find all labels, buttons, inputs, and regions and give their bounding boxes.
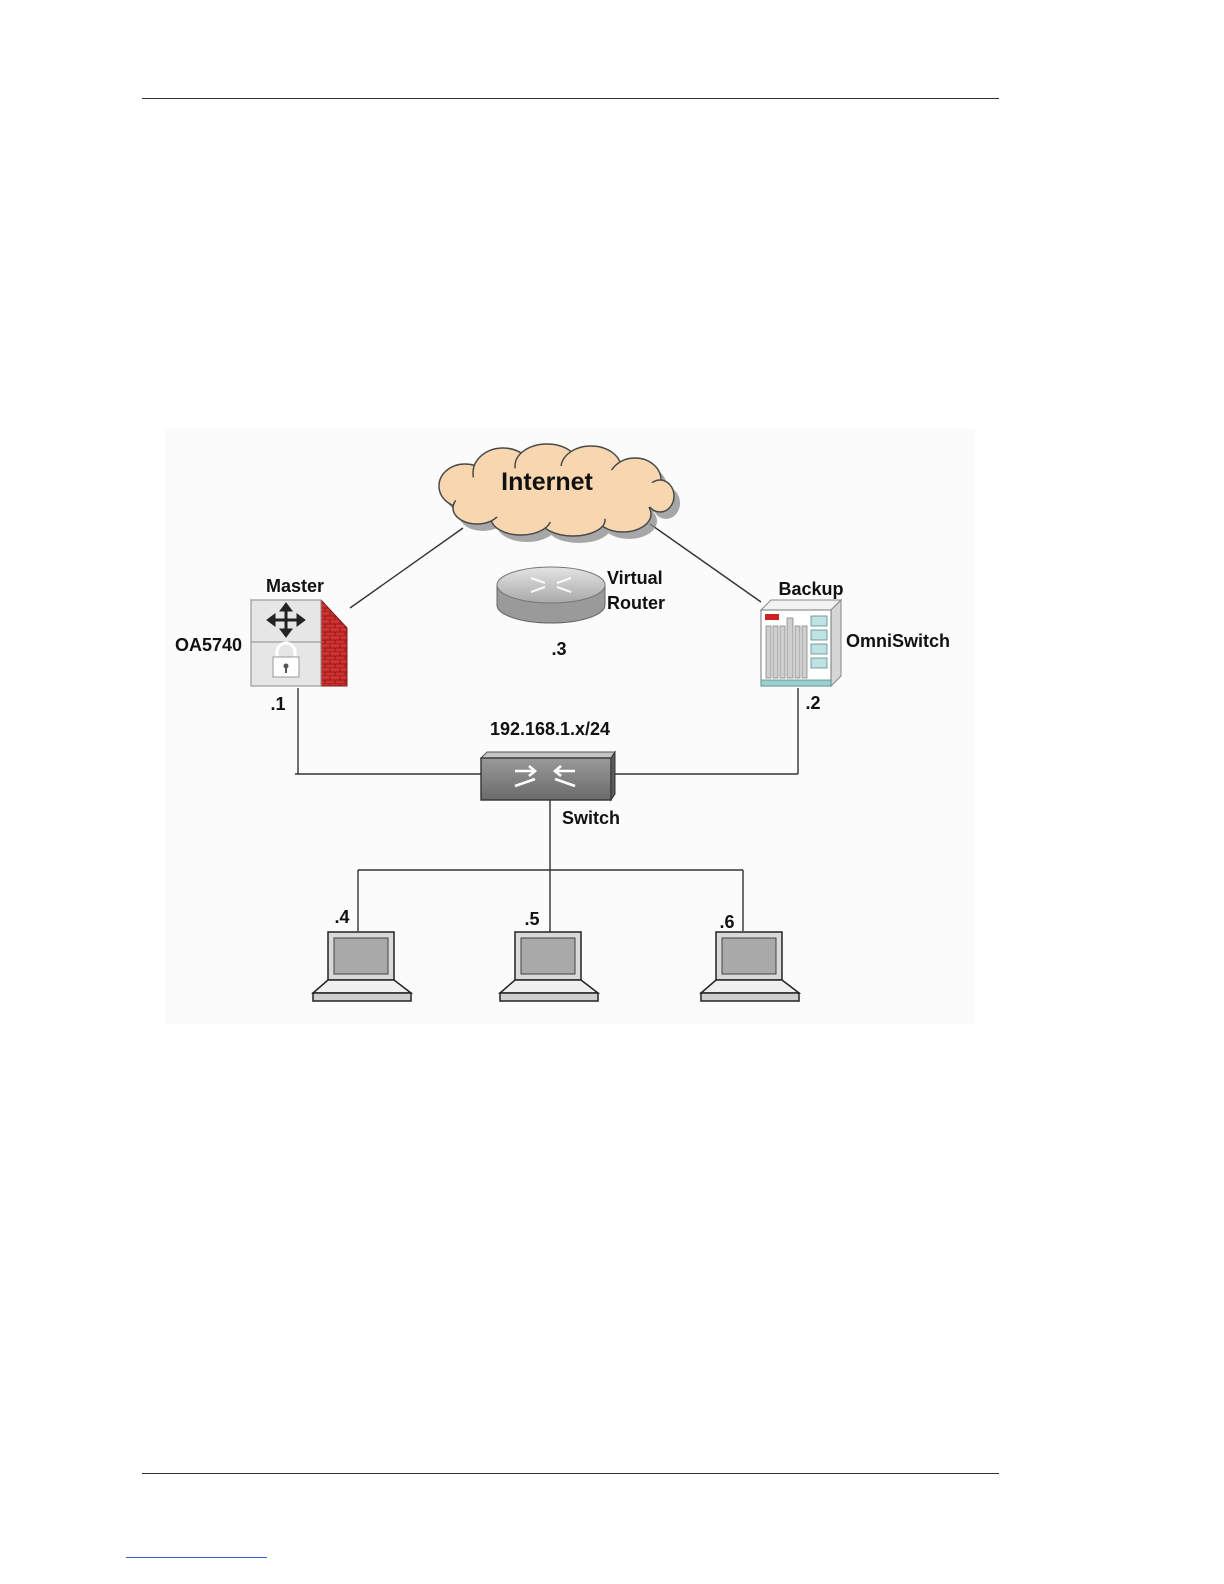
virtual-router-label-line2: Router	[607, 593, 665, 613]
virtual-router-address: .3	[551, 639, 566, 659]
virtual-router-label-line1: Virtual	[607, 568, 663, 588]
subnet-label: 192.168.1.x/24	[490, 719, 610, 739]
host-address-5: .5	[524, 909, 539, 929]
master-role-label: Master	[266, 576, 324, 596]
backup-address: .2	[805, 693, 820, 713]
master-device-label: OA5740	[175, 635, 242, 655]
internet-label: Internet	[501, 468, 593, 496]
switch-label: Switch	[562, 808, 620, 828]
network-diagram: Internet Virtual Router .3 Master OA5740…	[165, 428, 975, 1024]
omniswitch-chassis-icon	[761, 600, 841, 686]
switch-icon	[481, 752, 615, 800]
footer-link-underline	[126, 1557, 267, 1558]
backup-device-label: OmniSwitch	[846, 631, 950, 651]
virtual-router-icon	[497, 567, 605, 623]
header-rule	[142, 98, 999, 99]
footer-rule	[142, 1473, 999, 1474]
firewall-router-icon	[251, 600, 347, 686]
backup-role-label: Backup	[778, 579, 843, 599]
host-address-4: .4	[334, 907, 349, 927]
master-address: .1	[270, 694, 285, 714]
host-address-6: .6	[719, 912, 734, 932]
